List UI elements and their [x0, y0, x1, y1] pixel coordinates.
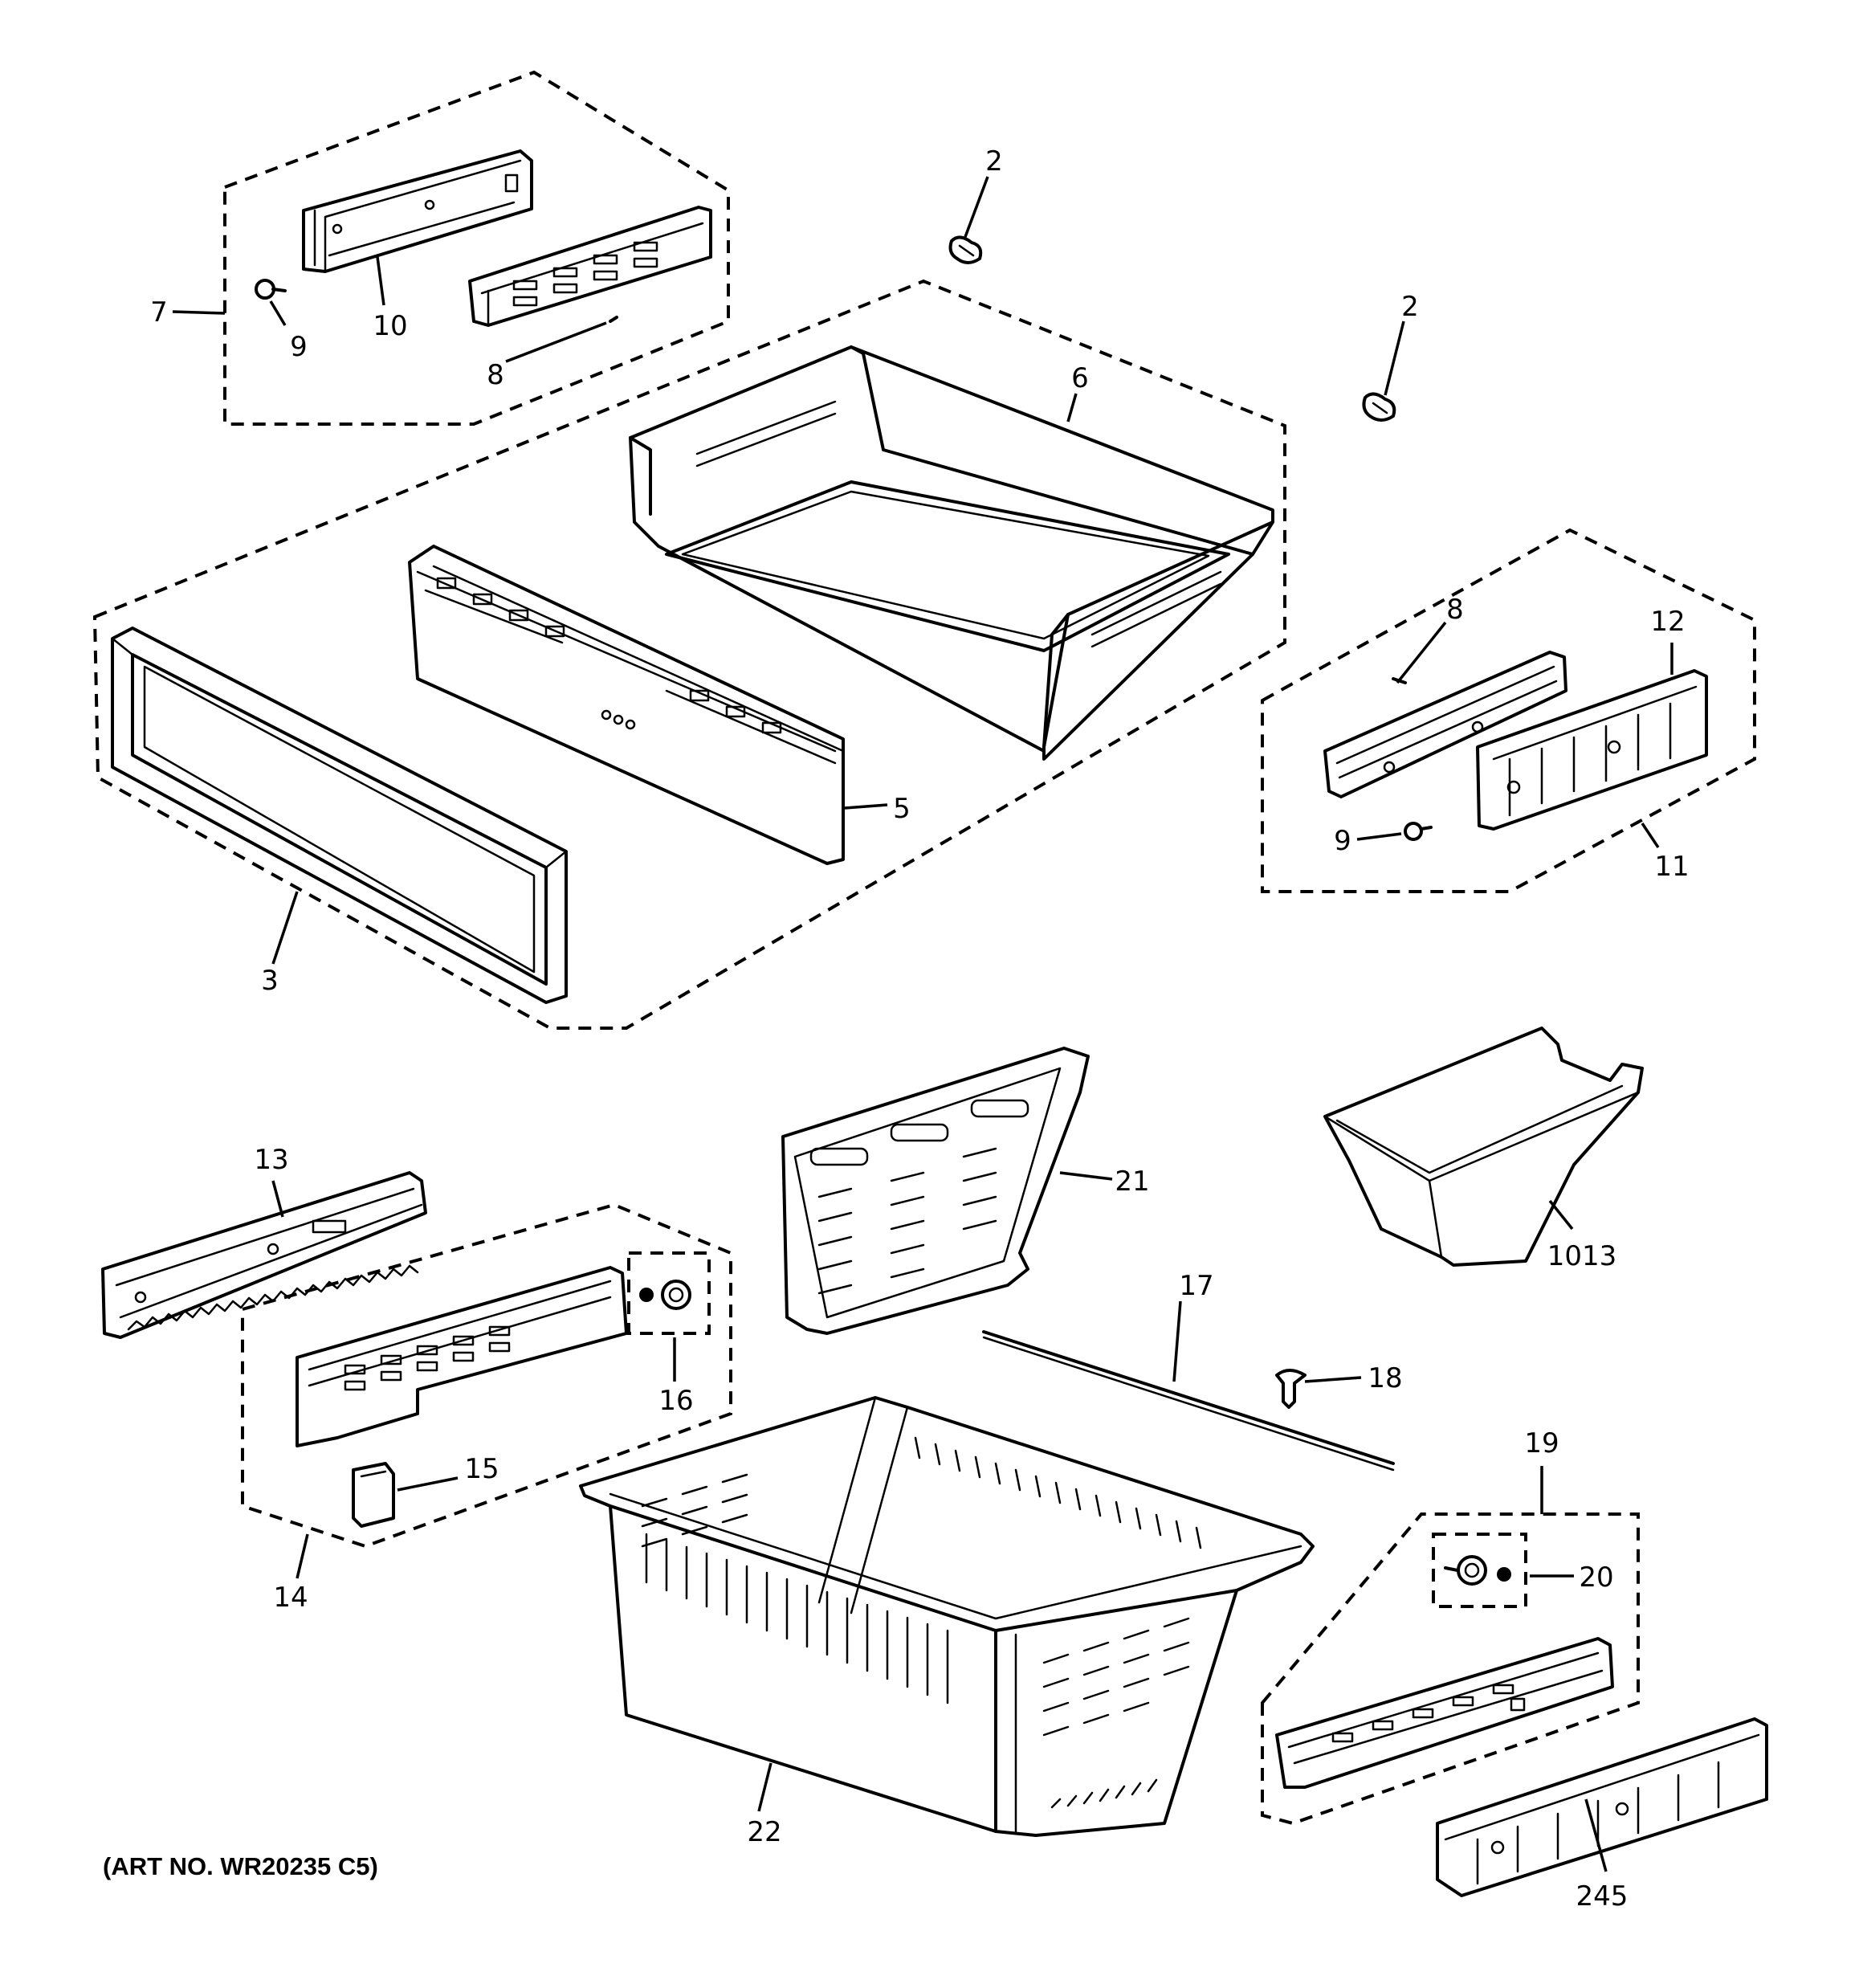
callout-15: 15 — [464, 1453, 499, 1485]
part-10-rail-bracket — [302, 149, 533, 273]
callout-2-upper: 2 — [985, 145, 1003, 178]
part-15-clip — [352, 1462, 395, 1528]
part-20-gear — [1444, 1555, 1511, 1586]
callout-20: 20 — [1579, 1561, 1613, 1594]
callout-16: 16 — [658, 1385, 693, 1417]
assembly-group-20 — [1432, 1533, 1527, 1608]
callout-14: 14 — [273, 1582, 308, 1614]
part-19-slide-rail — [1275, 1637, 1614, 1789]
assembly-group-19 — [1261, 1512, 1640, 1826]
part-13-rack-rail — [101, 1171, 427, 1339]
part-2-clip-lower — [1362, 392, 1396, 422]
part-3-front-panel — [111, 627, 568, 1004]
callout-245: 245 — [1576, 1880, 1629, 1912]
callout-8-upper: 8 — [487, 359, 504, 391]
callout-leaders — [172, 176, 1673, 1872]
part-21-divider — [781, 1047, 1090, 1335]
part-9-screw — [255, 279, 287, 300]
part-18-push-pin — [1275, 1369, 1307, 1409]
art-number-note: (ART NO. WR20235 C5) — [103, 1852, 378, 1880]
callout-17: 17 — [1179, 1270, 1213, 1302]
part-12-rail-bracket — [1476, 669, 1708, 831]
part-16-gear — [639, 1280, 691, 1310]
part-6-drawer-bin — [629, 345, 1274, 761]
callout-10: 10 — [373, 310, 407, 342]
callout-11: 11 — [1654, 851, 1689, 883]
assembly-group-16 — [627, 1251, 711, 1335]
callout-9-upper: 9 — [290, 331, 308, 363]
callout-21: 21 — [1115, 1165, 1149, 1198]
callout-9-right: 9 — [1334, 825, 1351, 857]
part-9-screw-right — [1404, 822, 1433, 841]
assembly-group-3-5-6 — [92, 279, 1286, 1030]
part-1013-ice-bin — [1323, 1027, 1644, 1267]
callout-22: 22 — [747, 1816, 781, 1848]
callout-8-right: 8 — [1446, 594, 1464, 626]
part-17-rod — [982, 1330, 1395, 1472]
part-8-slide-rail-right — [1323, 651, 1567, 798]
part-22-basket — [579, 1396, 1315, 1837]
callout-2-lower: 2 — [1401, 291, 1419, 323]
part-2-clip-upper — [948, 235, 983, 264]
part-245-rail-bracket — [1436, 1717, 1768, 1897]
part-5-front-frame — [408, 545, 845, 865]
callout-18: 18 — [1368, 1362, 1402, 1394]
callout-7: 7 — [150, 296, 168, 329]
callout-5: 5 — [893, 793, 911, 825]
assembly-group-11 — [1261, 528, 1756, 893]
part-14-slide-rail — [296, 1266, 628, 1447]
callout-19: 19 — [1524, 1427, 1559, 1459]
callout-1013: 1013 — [1547, 1240, 1617, 1272]
callout-3: 3 — [261, 965, 279, 997]
assembly-group-7 — [223, 70, 730, 426]
callout-6: 6 — [1071, 362, 1089, 394]
callout-13: 13 — [254, 1144, 288, 1176]
assembly-group-14 — [241, 1202, 732, 1549]
callout-12: 12 — [1650, 606, 1685, 638]
part-8-slide-rail — [468, 206, 712, 327]
